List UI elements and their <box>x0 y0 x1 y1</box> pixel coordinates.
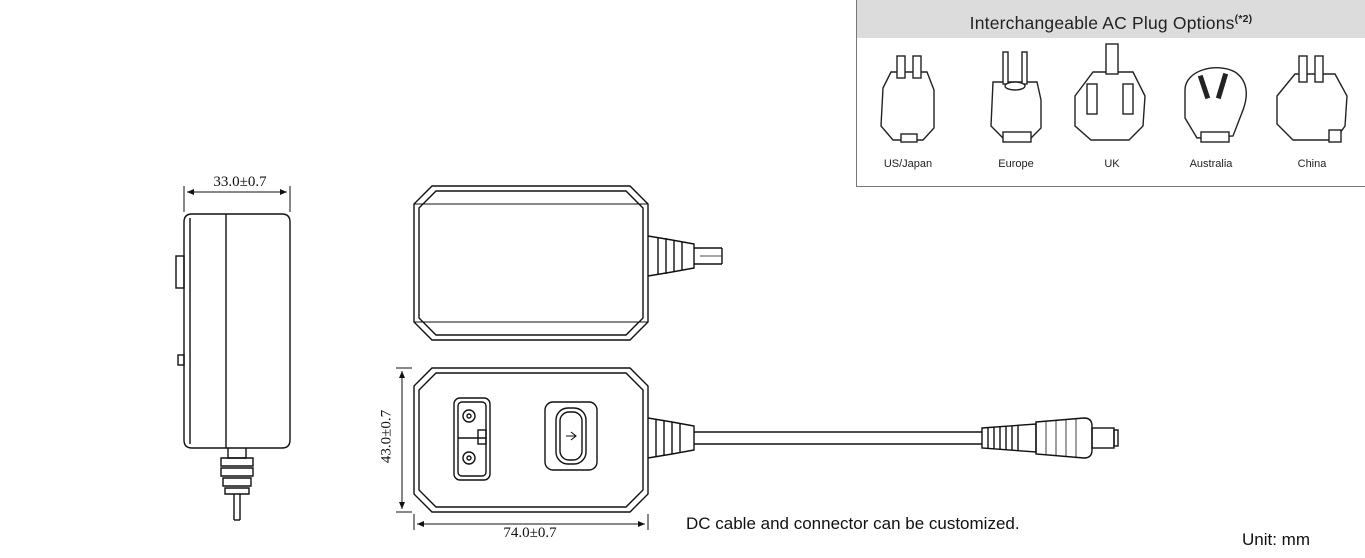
dim-length: 74.0±0.7 <box>503 525 557 541</box>
plug-label-china: China <box>1297 158 1327 170</box>
top-view-drawing <box>413 185 723 341</box>
plug-label-australia: Australia <box>1189 158 1233 170</box>
plug-label-uk: UK <box>1104 158 1120 170</box>
dim-height: 43.0±0.7 <box>378 409 395 464</box>
dimension-lines <box>183 186 649 530</box>
side-view-drawing <box>175 213 291 521</box>
uk-plug-icon <box>1074 43 1146 141</box>
plug-options-panel: Interchangeable AC Plug Options(*2) <box>856 0 1365 187</box>
china-plug-icon <box>1276 55 1348 143</box>
us-japan-plug-icon <box>880 55 935 143</box>
unit-note: Unit: mm <box>1242 530 1310 549</box>
plug-options-title: Interchangeable AC Plug Options(*2) <box>857 0 1365 38</box>
dim-side-width: 33.0±0.7 <box>213 174 267 190</box>
plug-options-footnote: (*2) <box>1234 13 1253 25</box>
plug-icons <box>880 43 1348 143</box>
australia-plug-icon <box>1184 67 1247 143</box>
customization-note: DC cable and connector can be customized… <box>686 514 1020 533</box>
plug-label-us-japan: US/Japan <box>883 158 933 170</box>
plug-label-europe: Europe <box>998 158 1034 170</box>
europe-plug-icon <box>990 51 1042 143</box>
front-view-drawing <box>413 367 1119 513</box>
